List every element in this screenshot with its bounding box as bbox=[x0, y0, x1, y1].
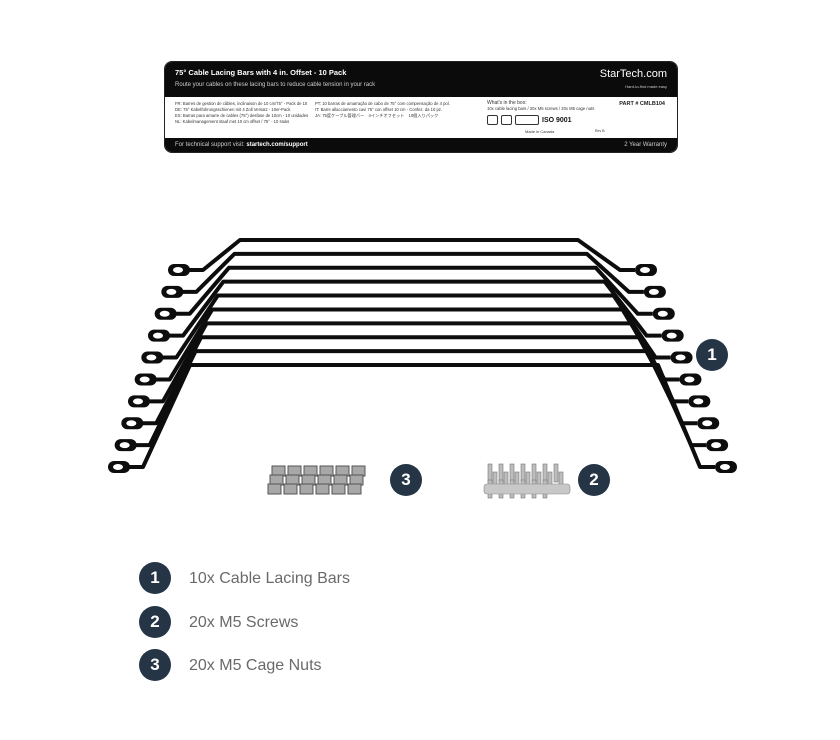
eyelet-hole bbox=[711, 442, 722, 449]
label-footer: For technical support visit: startech.co… bbox=[165, 138, 677, 152]
cage-nut bbox=[331, 483, 346, 495]
translation-es: ES: Barras para amarre de cables (75°) d… bbox=[175, 113, 309, 118]
certifications: ISO 9001 bbox=[487, 115, 572, 125]
translation-nl: NL: Kabelmanagement staaf met 10 cm offs… bbox=[175, 119, 290, 124]
cage-nut bbox=[267, 483, 282, 495]
eyelet-hole bbox=[666, 332, 677, 339]
translation-de: DE: 75° Kabelführungsschienen mit 4 Zoll… bbox=[175, 107, 291, 112]
lacing-bar bbox=[154, 265, 675, 320]
bar-rod bbox=[154, 307, 680, 382]
eyelet-hole bbox=[133, 398, 143, 405]
support-prefix: For technical support visit: bbox=[175, 142, 245, 148]
label-title: 75° Cable Lacing Bars with 4 in. Offset … bbox=[175, 68, 347, 77]
eyelet-hole bbox=[113, 464, 123, 470]
bar-rod bbox=[168, 279, 662, 338]
product-label: 75° Cable Lacing Bars with 4 in. Offset … bbox=[164, 61, 678, 153]
eyelet-hole bbox=[684, 376, 695, 383]
eyelet-hole bbox=[159, 310, 170, 317]
screw bbox=[520, 463, 526, 483]
callout-badge-3: 3 bbox=[390, 464, 422, 496]
box-list: 10x cable lacing bars / 20x M5 screws / … bbox=[487, 106, 595, 111]
legend-badge-2: 2 bbox=[139, 606, 171, 638]
eyelet-hole bbox=[119, 442, 130, 449]
screws bbox=[483, 463, 571, 499]
cage-nut bbox=[283, 483, 298, 495]
bar-rod bbox=[188, 238, 635, 272]
translations-col2: PT: 10 barras de amarração de cabo de 75… bbox=[315, 101, 450, 119]
lacing-bar bbox=[128, 321, 711, 408]
fcc-icon bbox=[501, 115, 512, 125]
support-url: startech.com/support bbox=[246, 142, 308, 148]
eyelet-hole bbox=[720, 464, 730, 470]
translations-col1: FR: Barres de gestion de câbles, inclina… bbox=[175, 101, 308, 125]
bar-rod bbox=[141, 335, 698, 426]
translation-it: IT: Barre allacciamento cavi 75° con off… bbox=[315, 107, 443, 112]
screw bbox=[487, 463, 493, 483]
iso-mark: ISO 9001 bbox=[542, 116, 572, 124]
brand-tagline: Hard-to-find made easy bbox=[625, 84, 667, 89]
cage-nut bbox=[315, 483, 330, 495]
screw bbox=[498, 463, 504, 483]
box-contents: What's in the box: 10x cable lacing bars… bbox=[487, 100, 594, 112]
eyelet-hole bbox=[173, 267, 183, 273]
bar-rod bbox=[161, 293, 671, 360]
eyelet-hole bbox=[693, 398, 704, 405]
made-in: Made in Canada bbox=[525, 129, 555, 134]
eyelet-hole bbox=[146, 354, 157, 361]
eyelet-hole bbox=[640, 267, 650, 273]
legend-text-1: 10x Cable Lacing Bars bbox=[189, 570, 350, 587]
eyelet-hole bbox=[166, 288, 177, 295]
eyelet-hole bbox=[648, 288, 659, 295]
cage-nuts bbox=[267, 465, 366, 495]
callout-badge-1: 1 bbox=[696, 339, 728, 371]
revision: Rev B bbox=[595, 129, 605, 133]
label-header: 75° Cable Lacing Bars with 4 in. Offset … bbox=[165, 62, 677, 97]
csa-icon bbox=[487, 115, 498, 125]
legend-badge-3: 3 bbox=[139, 649, 171, 681]
cage-nut bbox=[299, 483, 314, 495]
translation-ja: JA: 75度ケーブル管理バー 4インチオフセット 10個入りパック bbox=[315, 113, 439, 118]
eyelet-hole bbox=[702, 420, 713, 427]
eyelet-hole bbox=[657, 310, 668, 317]
lacing-bar bbox=[114, 349, 729, 452]
eyelet-hole bbox=[126, 420, 137, 427]
lacing-bar bbox=[168, 238, 657, 276]
eyelet-hole bbox=[139, 376, 150, 383]
eyelet-hole bbox=[675, 354, 686, 361]
lacing-bar bbox=[148, 279, 684, 342]
lacing-bar bbox=[108, 363, 737, 473]
translation-fr: FR: Barres de gestion de câbles, inclina… bbox=[175, 101, 308, 106]
lacing-bar bbox=[161, 251, 666, 298]
bar-rod bbox=[181, 251, 644, 294]
screw-heads bbox=[483, 483, 571, 495]
bar-rod bbox=[174, 265, 653, 316]
label-body: FR: Barres de gestion de câbles, inclina… bbox=[165, 97, 677, 137]
lacing-bar bbox=[141, 293, 693, 364]
rohs-icon bbox=[515, 115, 539, 125]
box-heading: What's in the box: bbox=[487, 100, 527, 106]
lacing-bar bbox=[134, 307, 702, 386]
part-number: PART # CMLB104 bbox=[619, 101, 665, 107]
lacing-bar bbox=[121, 335, 720, 430]
callout-badge-2: 2 bbox=[578, 464, 610, 496]
bar-rod bbox=[134, 349, 707, 448]
cage-nut bbox=[347, 483, 362, 495]
legend-text-2: 20x M5 Screws bbox=[189, 614, 299, 631]
screw bbox=[531, 463, 537, 483]
brand-logo: StarTech.com bbox=[599, 68, 667, 80]
warranty: 2 Year Warranty bbox=[624, 142, 667, 148]
translation-pt: PT: 10 barras de amarração de cabo de 75… bbox=[315, 101, 450, 106]
label-subtitle: Route your cables on these lacing bars t… bbox=[175, 82, 376, 88]
screw bbox=[542, 463, 548, 483]
screw bbox=[509, 463, 515, 483]
screw bbox=[553, 463, 559, 483]
support-text: For technical support visit: startech.co… bbox=[175, 142, 308, 148]
bar-rod bbox=[148, 321, 689, 404]
eyelet-hole bbox=[153, 332, 163, 339]
bar-rod bbox=[128, 363, 715, 469]
legend-badge-1: 1 bbox=[139, 562, 171, 594]
legend-text-3: 20x M5 Cage Nuts bbox=[189, 657, 322, 674]
